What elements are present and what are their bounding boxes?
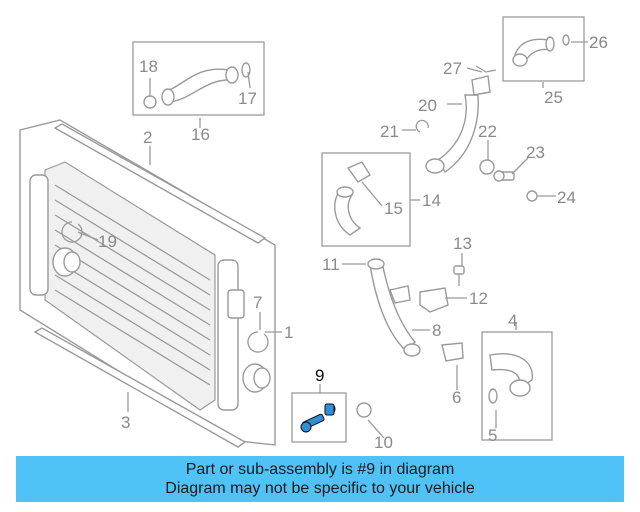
callout-8: 8 <box>432 321 441 340</box>
pipe-20-illustration <box>425 65 497 174</box>
nut-24-illustration <box>526 190 538 202</box>
box-16 <box>132 41 265 116</box>
callout-9: 9 <box>315 366 324 385</box>
callout-2: 2 <box>143 128 152 147</box>
callout-4: 4 <box>508 311 517 330</box>
upper-strip-illustration <box>53 123 267 244</box>
leader-lines <box>77 41 588 439</box>
callout-12: 12 <box>469 289 488 308</box>
callout-20: 20 <box>418 96 437 115</box>
clamp-6-illustration <box>441 342 464 362</box>
bracket-12-illustration <box>419 287 449 313</box>
callout-24: 24 <box>557 188 576 207</box>
callout-17: 17 <box>238 89 257 108</box>
callout-18: 18 <box>139 57 158 76</box>
callout-1: 1 <box>284 323 293 342</box>
callout-27: 27 <box>443 59 462 78</box>
box-9 <box>291 392 347 443</box>
pipe-26-illustration <box>512 34 570 67</box>
info-banner: Part or sub-assembly is #9 in diagram Di… <box>16 456 624 502</box>
callout-7: 7 <box>253 293 262 312</box>
hose-16-illustration <box>143 62 251 109</box>
callout-10: 10 <box>374 433 393 452</box>
callout-22: 22 <box>478 122 497 141</box>
callout-23: 23 <box>526 143 545 162</box>
clamp-19-illustration <box>61 221 83 243</box>
callout-3: 3 <box>121 413 130 432</box>
callout-21: 21 <box>380 122 399 141</box>
callout-16: 16 <box>191 125 210 144</box>
banner-line-2: Diagram may not be specific to your vehi… <box>165 480 475 497</box>
bolt-13-illustration <box>453 265 465 286</box>
callout-26: 26 <box>589 33 608 52</box>
seal-22-illustration <box>479 159 495 175</box>
bolt-9-illustration <box>300 403 336 433</box>
clamp-21-illustration <box>415 119 429 133</box>
clamp-7-illustration <box>247 331 269 353</box>
pipe-8-illustration <box>367 258 421 357</box>
pipe-4-illustration <box>488 353 533 404</box>
pipe-15-illustration <box>334 161 371 236</box>
callout-25: 25 <box>544 88 563 107</box>
intercooler-illustration <box>19 119 276 446</box>
callout-14: 14 <box>422 191 441 210</box>
callout-19: 19 <box>98 232 117 251</box>
callout-5: 5 <box>488 426 497 445</box>
box-4 <box>481 331 553 441</box>
bolt-23-illustration <box>493 170 515 182</box>
callout-6: 6 <box>452 388 461 407</box>
callout-11: 11 <box>322 255 340 274</box>
box-25 <box>502 16 585 82</box>
lower-strip-illustration <box>33 327 247 448</box>
callout-13: 13 <box>453 234 472 253</box>
seal-10-illustration <box>356 402 372 418</box>
callout-15: 15 <box>384 199 403 218</box>
banner-line-1: Part or sub-assembly is #9 in diagram <box>185 461 455 478</box>
